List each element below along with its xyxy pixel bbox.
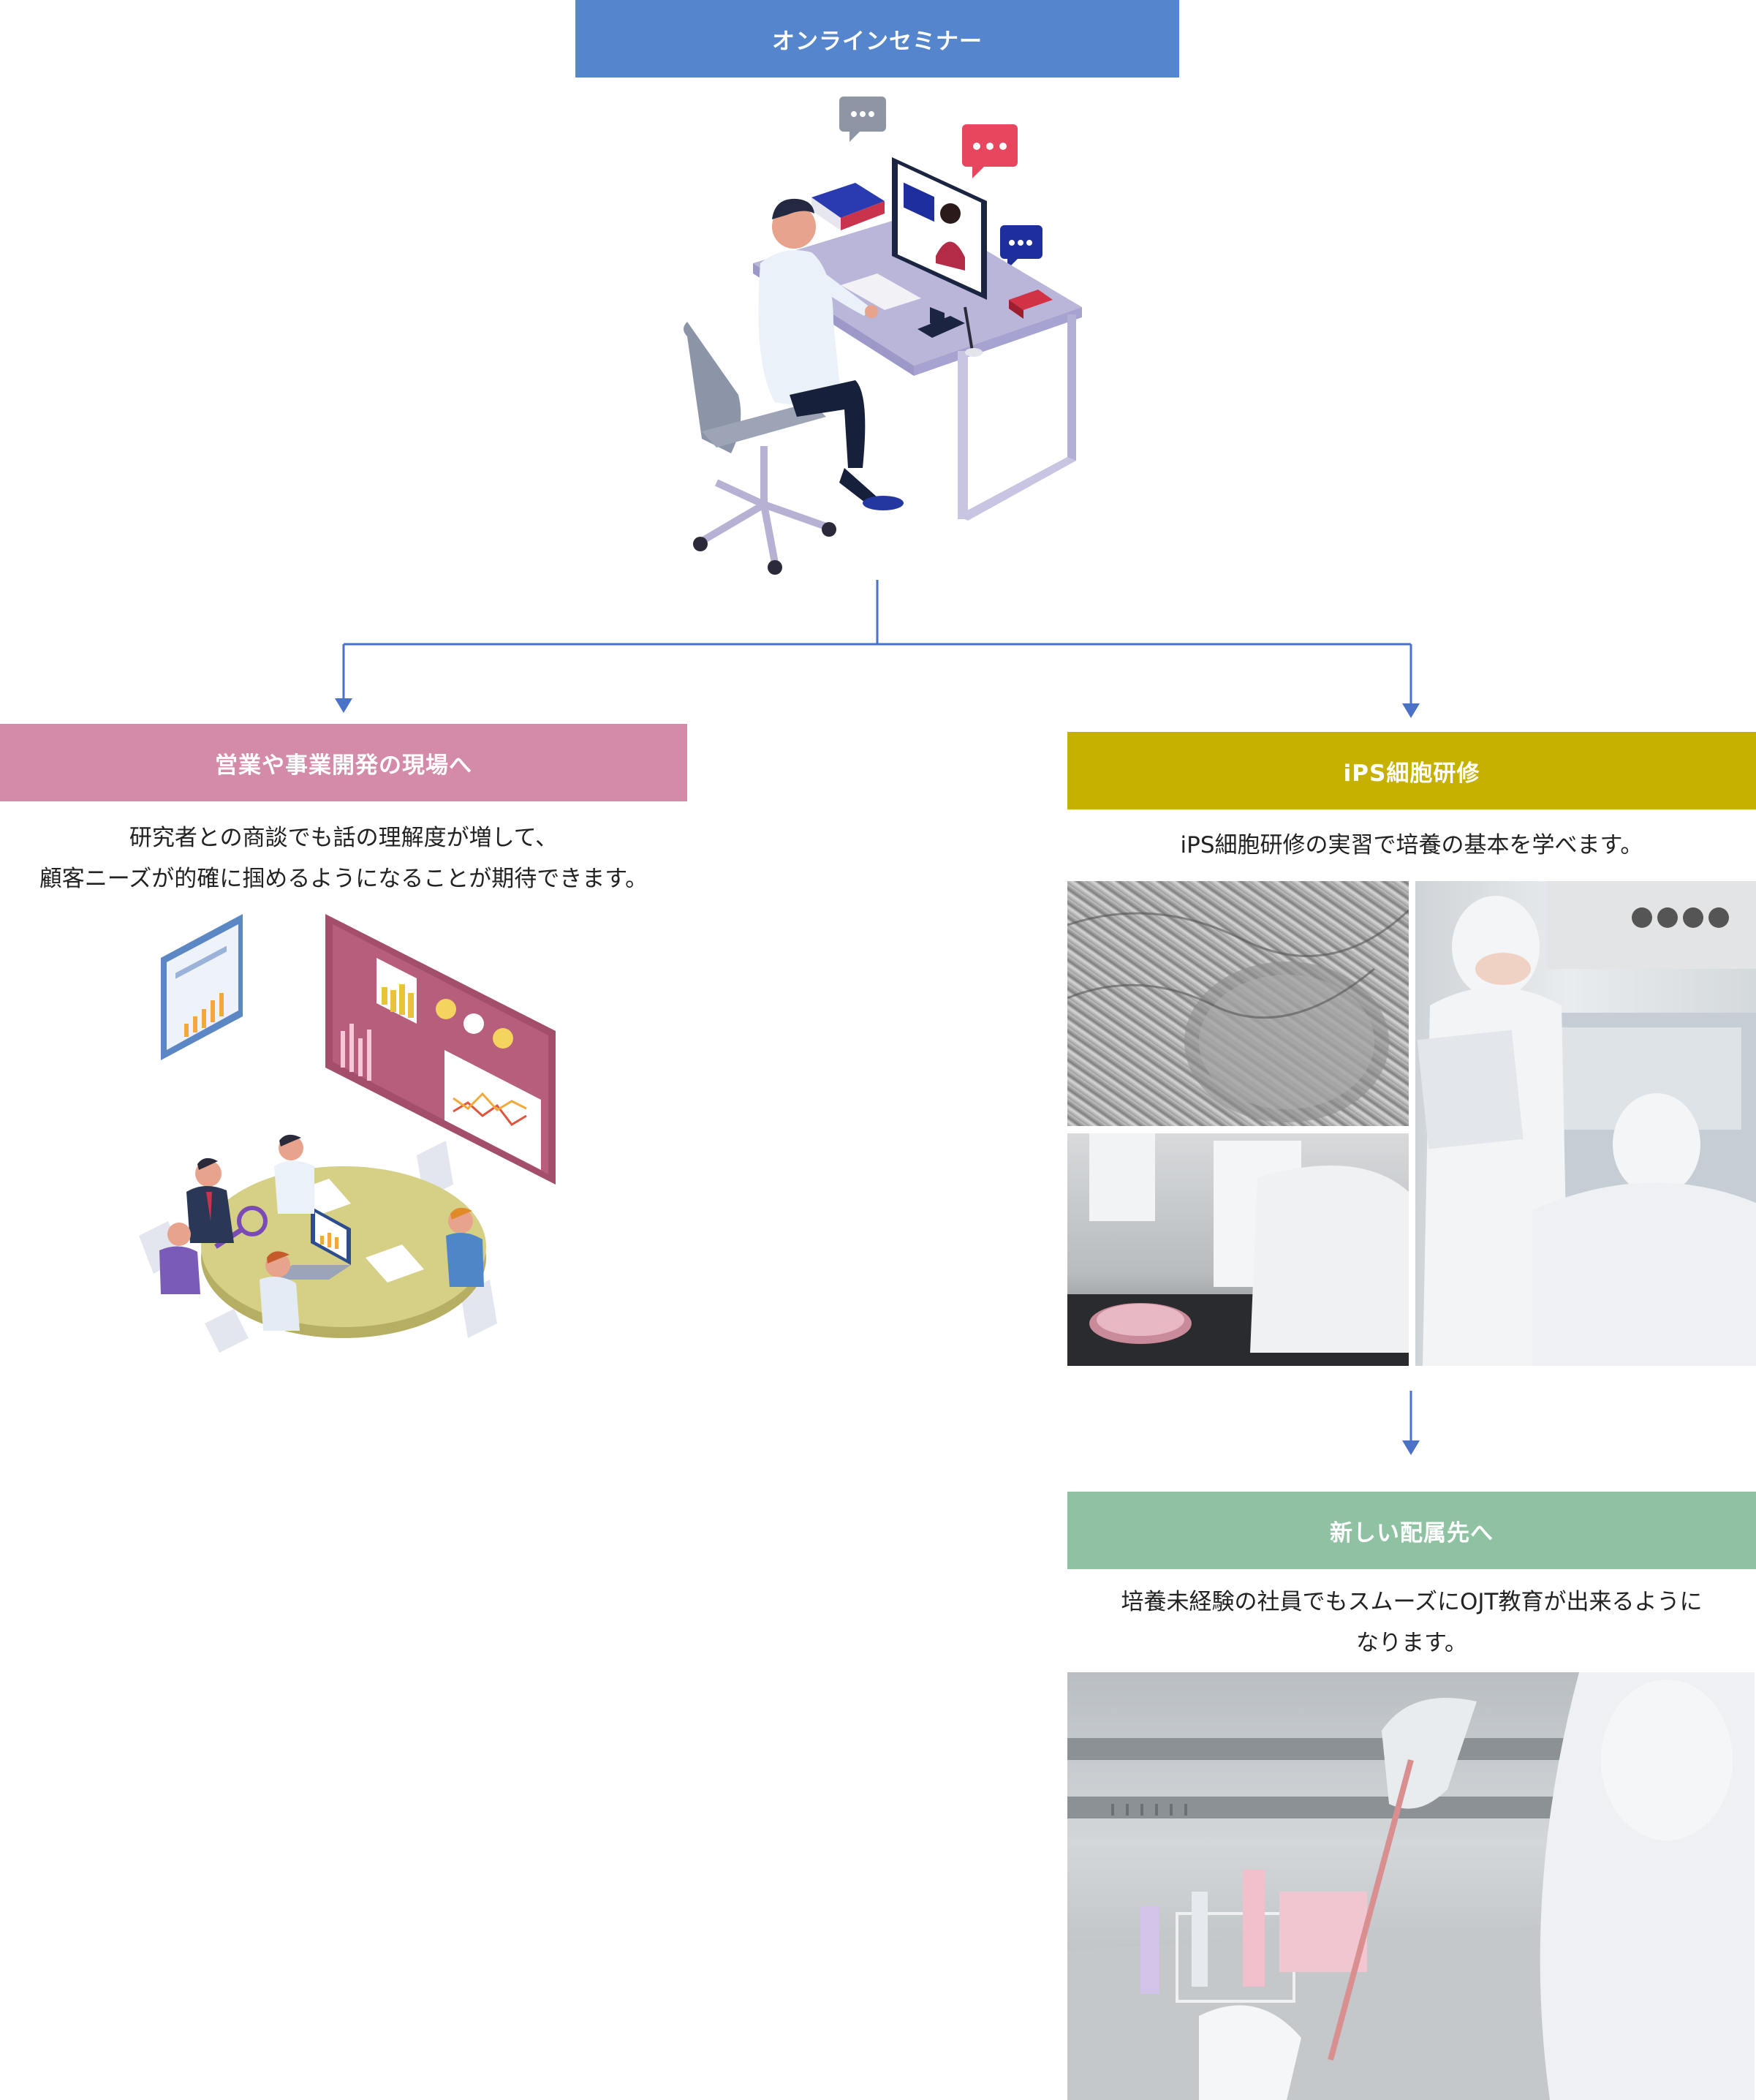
new-assignment-label: 新しい配属先へ	[1067, 1492, 1756, 1569]
report-board-icon	[161, 914, 243, 1060]
pipetting-lab-photo	[1067, 1672, 1755, 2100]
laptop-icon	[270, 1206, 351, 1280]
description-line: 研究者との商談でも話の理解度が増して、	[129, 825, 559, 851]
paper-icon	[366, 1244, 424, 1283]
chair-icon	[684, 322, 836, 575]
arrow-head-bottom	[1402, 1440, 1420, 1455]
books-icon	[811, 183, 885, 230]
arrow-head-right	[1402, 703, 1420, 718]
dashboard-board-icon	[325, 914, 556, 1185]
description-line: iPS細胞研修の実習で培養の基本を学べます。	[1180, 832, 1643, 858]
ips-training-text: iPS細胞研修	[1343, 760, 1480, 787]
online-seminar-text: オンラインセミナー	[772, 28, 983, 55]
online-seminar-label: オンラインセミナー	[575, 0, 1179, 78]
chat-bubble-gray-icon	[839, 97, 886, 142]
description-line: 顧客ニーズが的確に掴めるようになることが期待できます。	[39, 866, 648, 892]
ips-training-description: iPS細胞研修の実習で培養の基本を学べます。	[1067, 825, 1756, 866]
new-assignment-text: 新しい配属先へ	[1330, 1519, 1494, 1546]
chat-bubble-red-icon	[962, 124, 1018, 178]
description-line: 培養未経験の社員でもスムーズにOJT教育が出来るように	[1121, 1589, 1703, 1615]
person-purple-icon	[159, 1223, 200, 1294]
person-blue-icon	[446, 1207, 484, 1287]
person-suit-icon	[186, 1157, 234, 1243]
monitor-icon	[892, 157, 987, 338]
person-red-hair-icon	[260, 1251, 300, 1331]
chat-bubble-blue-icon	[1000, 225, 1042, 269]
lab-worker-clipboard-photo	[1415, 881, 1756, 1366]
ips-training-label: iPS細胞研修	[1067, 732, 1756, 809]
business-meeting-illustration	[139, 914, 556, 1353]
sales-bizdev-description: 研究者との商談でも話の理解度が増して、 顧客ニーズが的確に掴めるようになることが…	[0, 817, 687, 899]
new-assignment-description: 培養未経験の社員でもスムーズにOJT教育が出来るように なります。	[1067, 1582, 1756, 1663]
sales-bizdev-text: 営業や事業開発の現場へ	[215, 752, 472, 779]
arrow-head-left	[335, 698, 352, 713]
sales-bizdev-label: 営業や事業開発の現場へ	[0, 724, 687, 801]
person-labcoat-icon	[274, 1134, 314, 1214]
description-line: なります。	[1356, 1630, 1467, 1656]
online-seminar-illustration	[684, 97, 1082, 575]
researcher-icon	[758, 198, 904, 510]
lab-microscope-photo	[1067, 1133, 1409, 1366]
cell-culture-microscope-image	[1067, 881, 1409, 1126]
